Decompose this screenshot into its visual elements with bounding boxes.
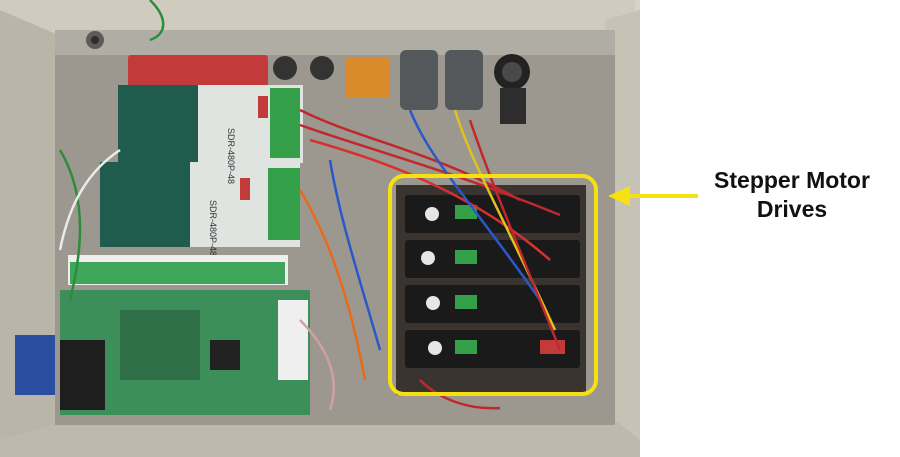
top-connectors bbox=[86, 31, 530, 124]
controller-board bbox=[15, 255, 310, 415]
stepper-motor-drives bbox=[396, 185, 586, 395]
psu-model-label: SDR-480P-48 bbox=[226, 128, 236, 184]
stepper-motor-drives-label: Stepper Motor Drives bbox=[692, 166, 892, 224]
control-cabinet-photo: SDR-480P-48 SDR-480P-48 bbox=[0, 0, 640, 457]
wiring bbox=[58, 0, 562, 411]
power-supply-units bbox=[100, 85, 303, 247]
drives-highlight-box bbox=[388, 174, 598, 396]
psu-model-label-2: SDR-480P-48 bbox=[208, 200, 218, 256]
label-line-1: Stepper Motor bbox=[714, 167, 870, 193]
callout-arrow-icon bbox=[608, 186, 698, 206]
label-line-2: Drives bbox=[756, 196, 828, 222]
